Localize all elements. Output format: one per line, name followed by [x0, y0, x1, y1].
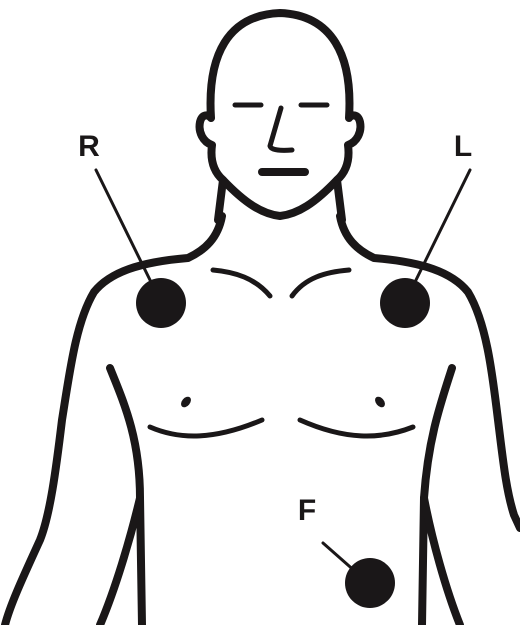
left-clavicle — [292, 270, 349, 296]
left-pectoral-line — [300, 420, 413, 436]
electrode-r-leader-line — [96, 170, 150, 280]
electrode-r — [136, 278, 186, 328]
nose — [270, 108, 292, 150]
left-shoulder-arm-outline — [340, 216, 520, 528]
right-shoulder-arm-outline — [5, 216, 222, 625]
electrode-l-label: L — [454, 130, 472, 163]
left-arm-inner-edge — [424, 498, 460, 625]
electrode-f — [345, 558, 395, 608]
right-arm-inner-edge — [100, 498, 140, 625]
electrode-l-leader-line — [416, 170, 470, 280]
right-nipple — [179, 395, 193, 409]
left-nipple — [373, 395, 387, 409]
electrode-l-group: L — [380, 130, 472, 328]
electrode-f-group: F — [298, 494, 395, 608]
jaw-outline — [223, 180, 337, 216]
right-clavicle — [213, 270, 270, 296]
electrode-r-label: R — [78, 130, 100, 163]
right-pectoral-line — [150, 420, 262, 436]
electrode-f-label: F — [298, 494, 316, 527]
electrode-l — [380, 278, 430, 328]
head — [200, 13, 361, 220]
